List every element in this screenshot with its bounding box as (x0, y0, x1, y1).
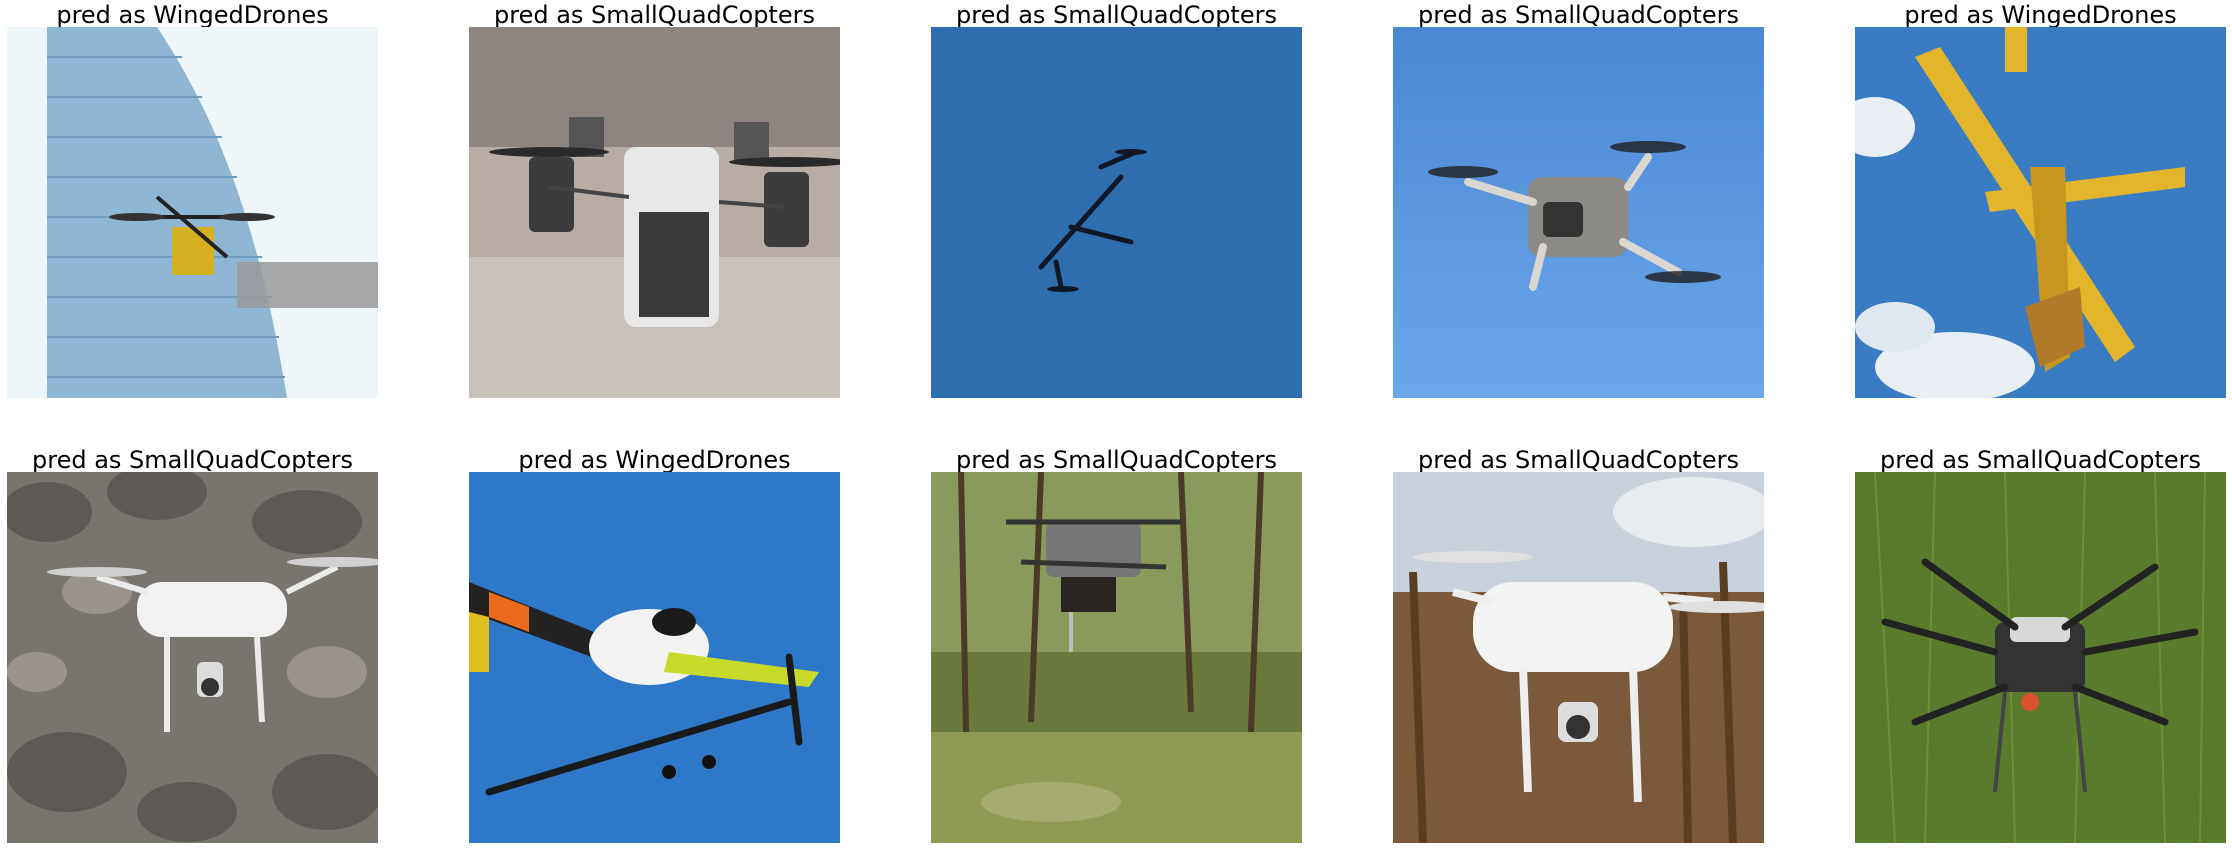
panel-title: pred as SmallQuadCopters (494, 1, 815, 29)
drone-photo-hexacopter-grass (1855, 472, 2226, 843)
panel-title: pred as SmallQuadCopters (32, 446, 353, 474)
drone-photo-quad-trees (1393, 472, 1764, 843)
drone-photo-winged-blue-sky (469, 472, 840, 843)
panel-title: pred as WingedDrones (1904, 1, 2177, 29)
panel-title: pred as SmallQuadCopters (1880, 446, 2201, 474)
panel-title: pred as SmallQuadCopters (956, 446, 1277, 474)
drone-photo-white-quad-closeup (469, 27, 840, 398)
panel-title: pred as SmallQuadCopters (956, 1, 1277, 29)
panel-title: pred as SmallQuadCopters (1418, 1, 1739, 29)
drone-photo-grey-quad-sky (1393, 27, 1764, 398)
drone-photo-dark-quad-sky (931, 27, 1302, 398)
drone-photo-hexacopter-forest (931, 472, 1302, 843)
panel-title: pred as WingedDrones (56, 1, 329, 29)
panel-title: pred as SmallQuadCopters (1418, 446, 1739, 474)
drone-photo-yellow-winged (1855, 27, 2226, 398)
panel-title: pred as WingedDrones (518, 446, 791, 474)
drone-photo-quad-over-rocks (7, 472, 378, 843)
drone-photo-glass-tower (7, 27, 378, 398)
